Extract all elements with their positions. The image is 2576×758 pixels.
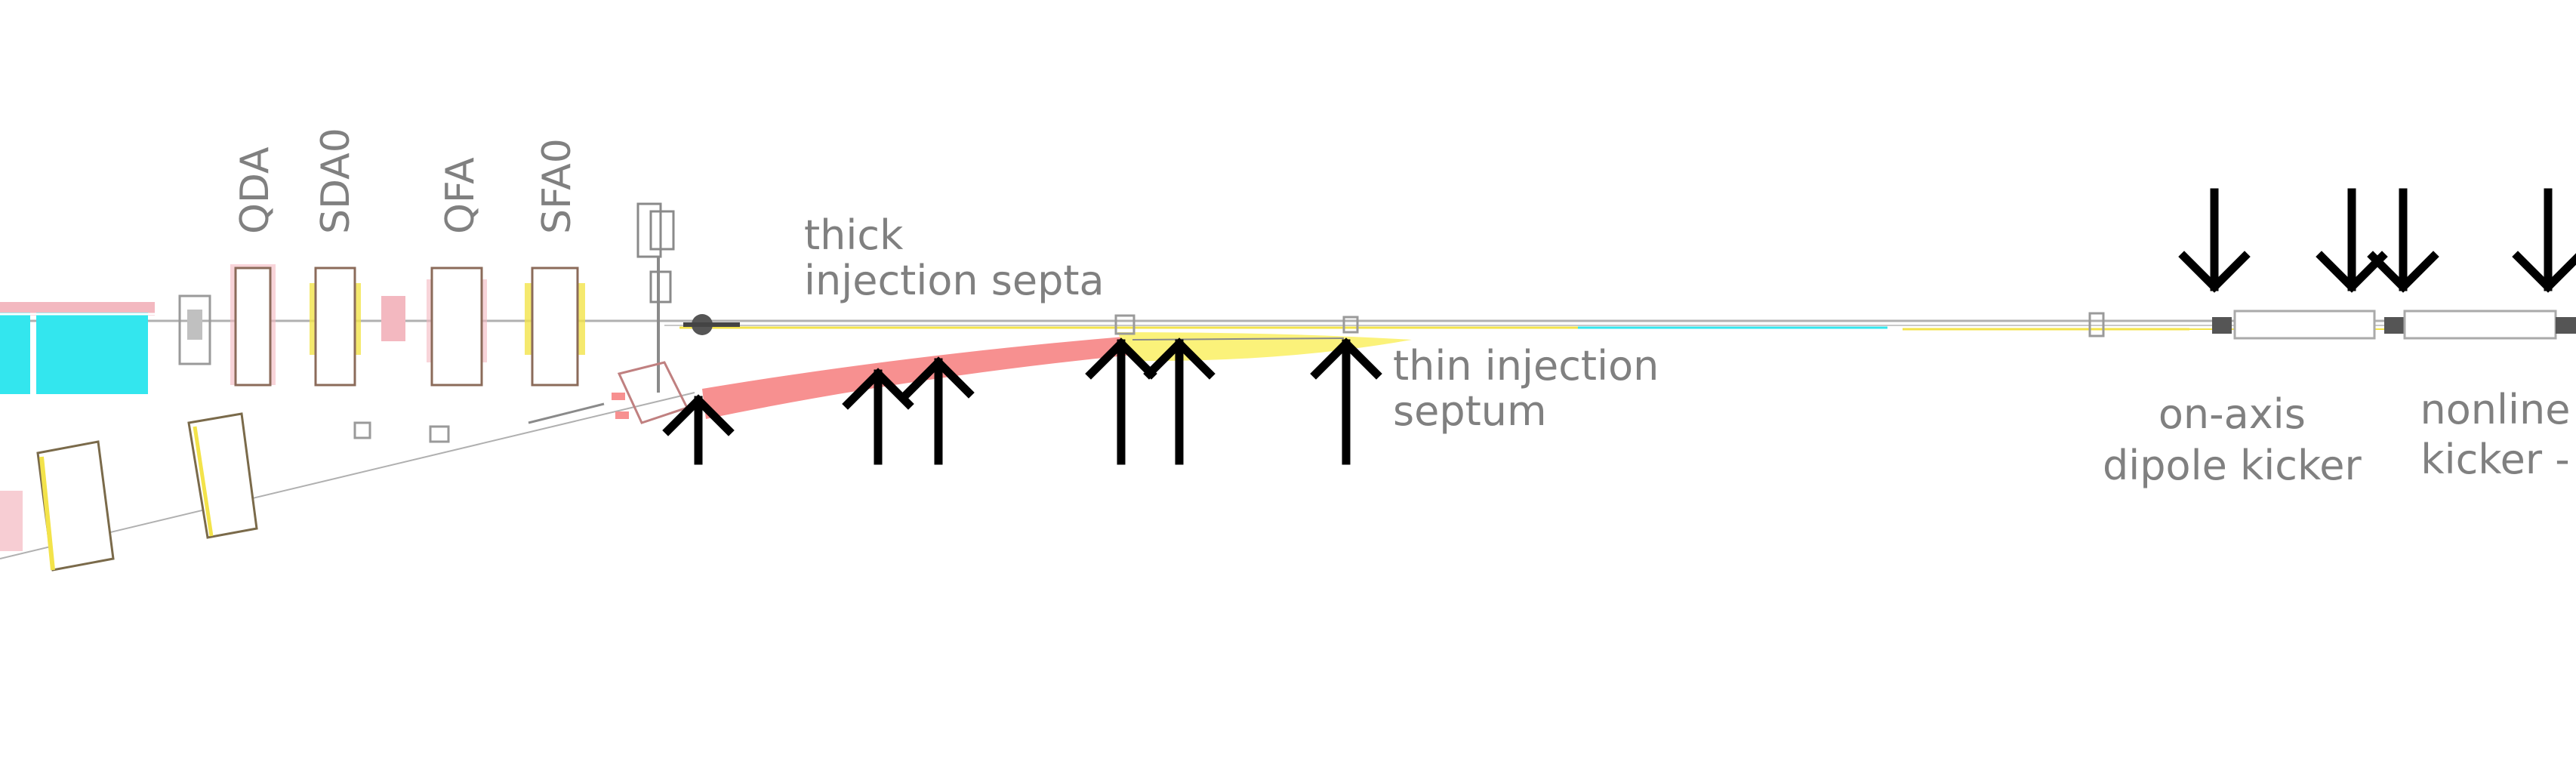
magnet-label-qfa: QFA [438, 157, 483, 234]
thick-septa-label-line2: injection septa [804, 257, 1105, 305]
magnet-qda [230, 264, 276, 387]
arrow-down-icon [2367, 188, 2439, 293]
magnet-label-sfa0: SFA0 [535, 138, 580, 234]
beamline-flanges [1114, 312, 2105, 337]
injection-chamber [636, 202, 740, 393]
thin-septum-label-line1: thin injection [1393, 342, 1659, 390]
thick-septa-label: thick injection septa [804, 211, 1105, 305]
dipole-magnet [0, 302, 166, 394]
arrow-up-icon [902, 356, 975, 465]
magnet-label-qda: QDA [233, 146, 278, 234]
kicker-arrows [2178, 188, 2576, 293]
dipole-kicker-label-line1: on-axis [2158, 390, 2306, 438]
thin-septum-label-line2: septum [1393, 387, 1547, 436]
nonlinear-kicker-label-line1: nonline [2420, 386, 2571, 433]
thick-septa-label-line1: thick [804, 211, 904, 259]
dipole-kicker-label-line2: dipole kicker [2103, 441, 2362, 489]
arrow-down-icon [2512, 188, 2576, 293]
septa-arrows [662, 337, 1382, 465]
nonlinear-kicker [2384, 310, 2576, 340]
arrow-up-icon [1310, 337, 1382, 465]
arrow-down-icon [2178, 188, 2251, 293]
magnet-label-sda0: SDA0 [313, 128, 359, 234]
arrow-up-icon [662, 394, 735, 465]
arrow-up-icon [1085, 337, 1157, 465]
dipole-kicker [2212, 310, 2376, 340]
thick-injection-septa [702, 336, 1132, 419]
arrow-up-icon [842, 368, 914, 465]
magnet-sfa0 [525, 267, 585, 387]
nonlinear-kicker-label-line2: kicker - [2420, 435, 2570, 483]
transfer-line-quadrupoles [0, 412, 258, 572]
dipole-kicker-label: on-axis dipole kicker [2103, 389, 2362, 491]
magnet-sda0 [310, 267, 405, 387]
magnet-qfa [427, 267, 487, 387]
arrow-down-icon [2316, 188, 2388, 293]
beam-position-monitor [178, 294, 211, 365]
arrow-up-icon [1143, 337, 1216, 465]
nonlinear-kicker-label: nonline kicker - [2414, 385, 2576, 485]
thin-septum-label: thin injection septum [1393, 342, 1659, 436]
